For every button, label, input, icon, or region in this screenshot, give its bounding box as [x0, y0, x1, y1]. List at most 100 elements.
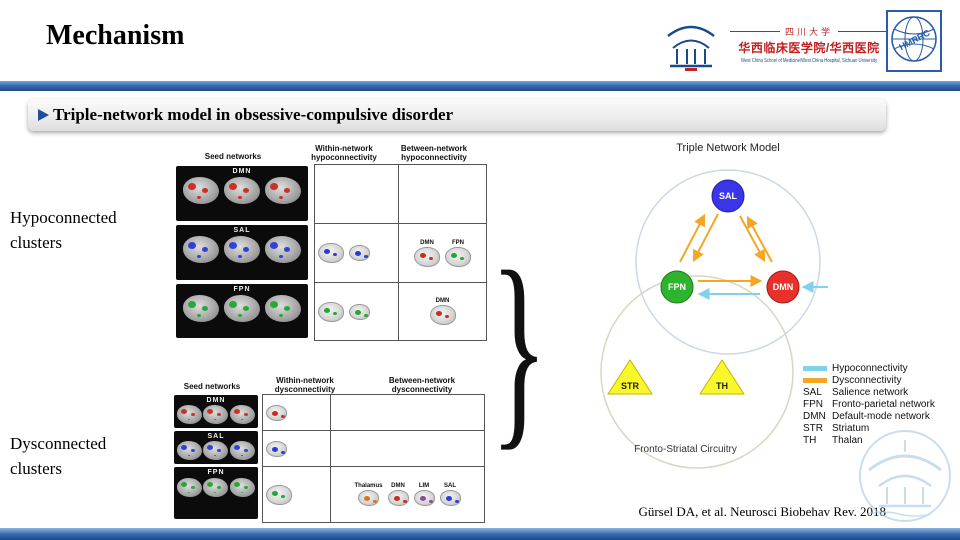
between-network-label: SAL	[444, 483, 456, 489]
section-heading: Triple-network model in obsessive-compul…	[53, 105, 454, 124]
seed-box-sal: SAL	[176, 225, 308, 280]
brain-thumbnail	[176, 441, 202, 460]
brain-thumbnail	[203, 405, 229, 424]
cell-dmn-between	[331, 395, 485, 431]
seed-label: DMN	[206, 397, 226, 404]
legend-label: Dysconnectivity	[832, 374, 902, 386]
hmrrc-text: HMRRC	[897, 27, 932, 52]
figure-dysconnectivity-panel: Seed networks Within-network dysconnecti…	[166, 374, 485, 526]
legend-key: STR	[803, 422, 823, 434]
node-sal	[711, 179, 745, 213]
brain-thumbnail	[266, 440, 287, 457]
legend-label: Fronto-parietal network	[832, 398, 935, 410]
dysconnected-label: Dysconnected clusters	[10, 434, 107, 478]
between-network-label: Thalamus	[354, 483, 383, 489]
cell-sal-between: DMN FPN	[399, 224, 487, 283]
brain-thumbnail	[266, 484, 292, 505]
legend-item: SAL Salience network	[803, 386, 935, 398]
legend-item: Dysconnectivity	[803, 374, 935, 386]
brain-thumbnail	[230, 405, 256, 424]
seed-box-fpn: FPN	[174, 467, 258, 519]
hospital-name-en: West China School of Medicine/West China…	[740, 57, 878, 64]
between-network-item: DMN	[414, 240, 440, 267]
university-name-text: 四川大学	[785, 26, 834, 37]
column-header-between: Between-network dysconnectivity	[388, 376, 456, 395]
triangle-str-label: STR	[621, 381, 640, 391]
connectivity-grid: DMN FPN DMN	[314, 164, 487, 341]
legend-item: DMN Default-mode network	[803, 410, 935, 422]
university-name: 四川大学	[730, 25, 889, 38]
seed-label: FPN	[233, 286, 251, 293]
brain-thumbnail	[203, 441, 229, 460]
arrow-bullet-icon	[38, 109, 49, 121]
cell-fpn-within	[263, 467, 331, 523]
brain-thumbnail	[413, 490, 435, 506]
brain-thumbnail	[265, 177, 302, 204]
brain-thumbnail	[230, 441, 256, 460]
node-fpn-label: FPN	[668, 282, 686, 292]
hmrrc-seal-icon: HMRRC	[891, 16, 937, 62]
legend-label: Thalan	[832, 434, 863, 446]
brain-thumbnail	[349, 303, 370, 320]
brain-thumbnail	[414, 246, 440, 267]
between-network-item: FPN	[445, 240, 471, 267]
section-heading-bar: Triple-network model in obsessive-compul…	[28, 99, 886, 131]
pavilion-watermark-icon	[859, 430, 951, 522]
edge-fpn-sal	[679, 213, 706, 263]
bottom-divider-bar	[0, 528, 960, 540]
hypoconnected-label: Hypoconnected clusters	[10, 208, 117, 252]
legend-label: Default-mode network	[832, 410, 930, 422]
brain-thumbnail	[318, 301, 344, 322]
legend-key: FPN	[803, 398, 823, 410]
legend-item: FPN Fronto-parietal network	[803, 398, 935, 410]
triple-network-circle	[635, 169, 821, 355]
logo-text-block: 四川大学 华西临床医学院/华西医院 West China School of M…	[730, 25, 889, 64]
brain-thumbnail	[223, 236, 260, 263]
legend-item: Hypoconnectivity	[803, 362, 935, 374]
west-china-logo: 四川大学 华西临床医学院/华西医院 West China School of M…	[664, 12, 889, 76]
hypoconnectivity-swatch	[803, 365, 827, 371]
cell-dmn-within	[263, 395, 331, 431]
column-header-between: Between-network hypoconnectivity	[400, 144, 468, 163]
brain-thumbnail	[230, 478, 256, 497]
seed-label: DMN	[232, 168, 252, 175]
brain-thumbnail	[318, 243, 344, 263]
node-dmn-label: DMN	[773, 282, 794, 292]
column-header-within: Within-network dysconnectivity	[274, 376, 336, 395]
diagram-title: Triple Network Model	[676, 142, 780, 154]
archway-icon	[667, 25, 715, 71]
triangle-th-label: TH	[716, 381, 728, 391]
node-fpn	[660, 270, 694, 304]
between-network-label: LIM	[418, 483, 430, 489]
dysconnectivity-swatch	[803, 377, 827, 383]
brain-thumbnail	[223, 177, 260, 204]
brain-row	[174, 440, 258, 461]
hmrrc-logo: HMRRC	[886, 10, 942, 72]
between-network-item: LIM	[413, 483, 435, 506]
node-dmn	[766, 270, 800, 304]
fronto-striatal-label: Fronto-Striatal Circuitry	[634, 444, 737, 455]
legend-label: Striatum	[832, 422, 870, 434]
seed-box-dmn: DMN	[174, 395, 258, 428]
hospital-name-cn: 华西临床医学院/华西医院	[738, 40, 880, 55]
brain-row	[176, 175, 308, 206]
seed-box-sal: SAL	[174, 431, 258, 464]
brain-thumbnail	[182, 295, 219, 322]
brace-icon: }	[490, 227, 548, 469]
brain-thumbnail	[445, 246, 471, 267]
triangle-th	[699, 359, 745, 395]
network-graph: SAL FPN DMN STR TH	[600, 169, 828, 469]
diagram-legend: Hypoconnectivity Dysconnectivity SAL Sal…	[803, 362, 935, 446]
between-network-item: DMN	[429, 298, 456, 325]
cell-sal-within	[263, 431, 331, 467]
brain-thumbnail	[203, 478, 229, 497]
brain-thumbnail	[176, 478, 202, 497]
brain-thumbnail	[176, 405, 202, 424]
legend-item: TH Thalan	[803, 434, 935, 446]
legend-key: DMN	[803, 410, 826, 422]
node-sal-label: SAL	[719, 191, 738, 201]
between-network-label: FPN	[452, 239, 464, 246]
brain-thumbnail	[349, 245, 370, 261]
brain-thumbnail	[265, 236, 302, 263]
brain-row	[174, 404, 258, 425]
